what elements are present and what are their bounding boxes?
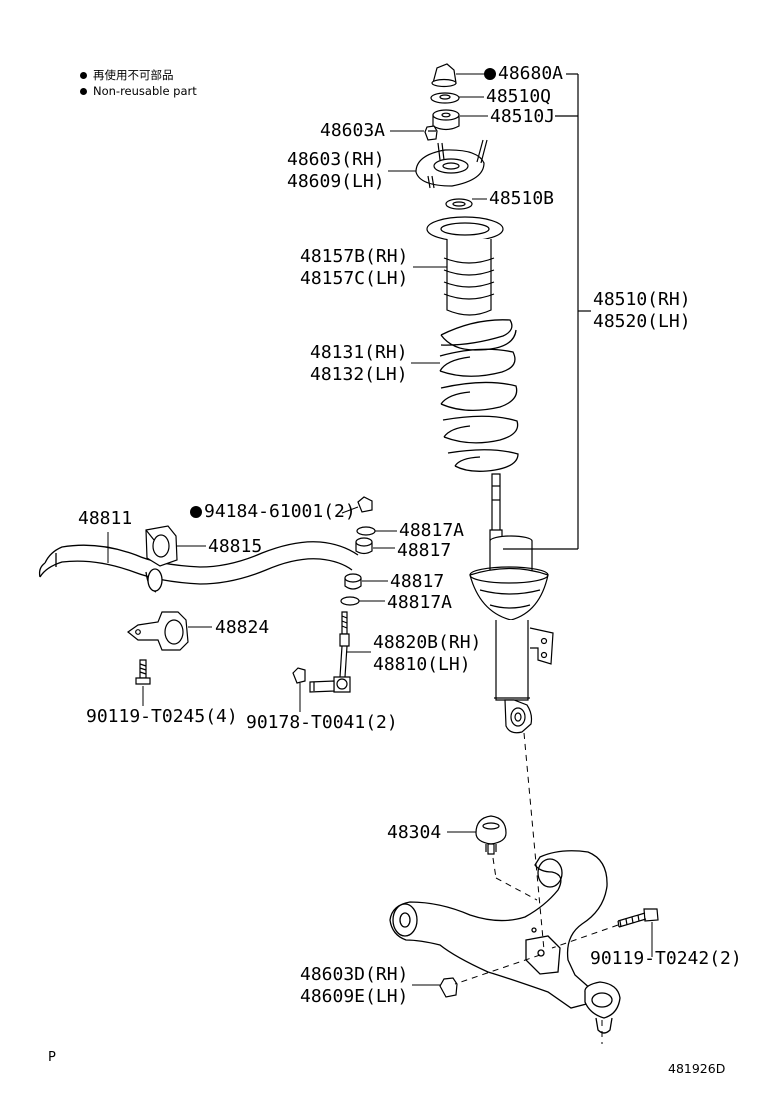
bushing-48817-upper xyxy=(356,538,372,554)
label-90178-T0041[interactable]: 90178-T0041(2) xyxy=(246,712,398,733)
nut-48603D xyxy=(440,978,457,997)
label-48157C[interactable]: 48157C(LH) xyxy=(300,268,409,289)
label-48510B[interactable]: 48510B xyxy=(489,188,555,209)
legend-ja-text: 再使用不可部品 xyxy=(93,68,174,82)
label-48817A-1[interactable]: 48817A xyxy=(399,520,465,541)
label-48131[interactable]: 48131(RH) xyxy=(310,342,408,363)
dust-boot-48157 xyxy=(427,217,503,315)
label-48820B[interactable]: 48820B(RH) xyxy=(373,632,482,653)
legend-en-text: Non-reusable part xyxy=(93,84,197,98)
label-94184[interactable]: 94184-61001(2) xyxy=(190,502,356,522)
lower-arm xyxy=(390,851,620,1033)
non-reusable-dot-icon xyxy=(190,506,202,518)
legend-english: Non-reusable part xyxy=(80,84,197,98)
label-48510RH[interactable]: 48510(RH) xyxy=(593,289,691,310)
label-90119-T0242[interactable]: 90119-T0242(2) xyxy=(590,948,742,969)
nut-90178 xyxy=(293,668,305,683)
label-48817-1[interactable]: 48817 xyxy=(397,540,452,561)
stabilizer-bracket-48824 xyxy=(128,612,188,650)
washer-48817A-upper xyxy=(357,527,375,535)
label-48810[interactable]: 48810(LH) xyxy=(373,654,471,675)
legend-japanese: 再使用不可部品 xyxy=(80,67,174,83)
label-48304[interactable]: 48304 xyxy=(387,822,442,843)
footer-left-code: P xyxy=(48,1050,56,1065)
strut-nut-48680A xyxy=(432,64,456,87)
stabilizer-link-48820B xyxy=(310,612,350,692)
label-90119-T0245[interactable]: 90119-T0245(4) xyxy=(86,706,238,727)
label-48510Q[interactable]: 48510Q xyxy=(486,86,552,107)
label-48132[interactable]: 48132(LH) xyxy=(310,364,408,385)
coil-spring-48131 xyxy=(440,320,518,472)
bearing-48510B xyxy=(446,199,472,209)
label-48603A[interactable]: 48603A xyxy=(320,120,386,141)
washer-48510Q xyxy=(431,93,459,103)
label-48609E[interactable]: 48609E(LH) xyxy=(300,986,409,1007)
assembly-dashes xyxy=(455,733,618,1044)
bolt-90119-T0242 xyxy=(618,909,658,927)
label-48824[interactable]: 48824 xyxy=(215,617,270,638)
nut-48603A xyxy=(425,126,437,140)
stabilizer-bushing-48815 xyxy=(146,526,177,566)
label-48817-2[interactable]: 48817 xyxy=(390,571,445,592)
label-48157B[interactable]: 48157B(RH) xyxy=(300,246,409,267)
label-48603RH[interactable]: 48603(RH) xyxy=(287,149,385,170)
non-reusable-dot-icon xyxy=(484,68,496,80)
label-48817A-2[interactable]: 48817A xyxy=(387,592,453,613)
illustration-code: 481926D xyxy=(668,1061,726,1076)
bushing-48817-lower xyxy=(345,574,361,589)
stabilizer-bar-48811 xyxy=(40,542,358,592)
label-48609LH[interactable]: 48609(LH) xyxy=(287,171,385,192)
leader-lines xyxy=(108,74,652,985)
washer-48817A-lower xyxy=(341,597,359,605)
shock-absorber xyxy=(470,474,553,733)
bullet-icon xyxy=(80,88,87,95)
bullet-icon xyxy=(80,72,87,79)
label-48811[interactable]: 48811 xyxy=(78,508,133,529)
bolt-90119-T0245 xyxy=(136,660,150,684)
lower-arm-bushing-48304 xyxy=(476,816,506,854)
label-48510J[interactable]: 48510J xyxy=(490,106,556,127)
bushing-48510J xyxy=(433,110,459,130)
label-48603D[interactable]: 48603D(RH) xyxy=(300,964,409,985)
label-48815[interactable]: 48815 xyxy=(208,536,263,557)
label-48680A[interactable]: 48680A xyxy=(484,64,563,84)
upper-mount-48603 xyxy=(416,140,487,188)
label-48520LH[interactable]: 48520(LH) xyxy=(593,311,691,332)
assembly-bracket-48510 xyxy=(503,74,591,549)
nut-94184 xyxy=(358,497,372,512)
